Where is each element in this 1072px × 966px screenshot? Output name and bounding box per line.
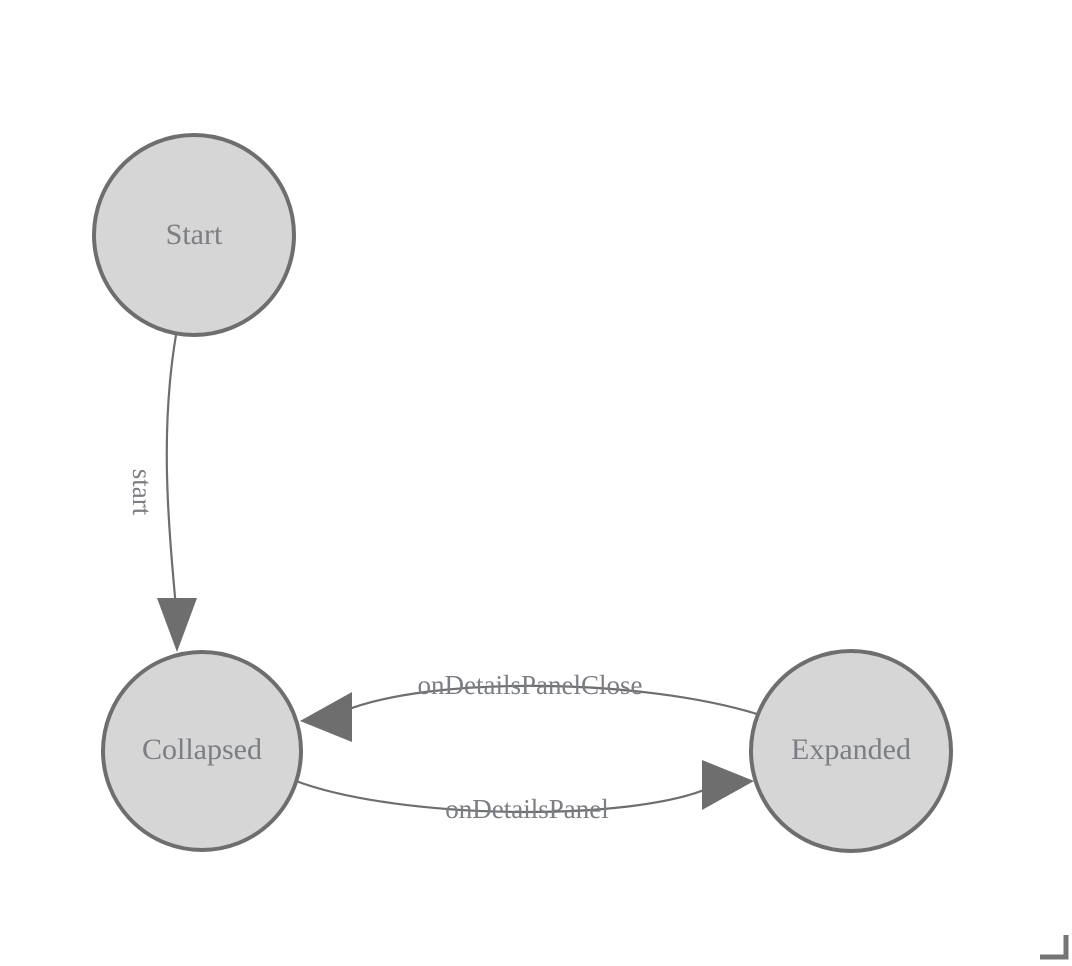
node-collapsed-label: Collapsed bbox=[142, 733, 262, 766]
arrowhead-into-expanded bbox=[702, 760, 754, 810]
node-expanded-circle bbox=[749, 649, 953, 853]
edge-label-start: start bbox=[127, 469, 157, 516]
arrowhead-into-collapsed-right bbox=[300, 692, 352, 742]
arrowhead-into-collapsed-top bbox=[157, 598, 197, 652]
node-start-circle bbox=[92, 133, 296, 337]
edge-expanded-to-collapsed[interactable]: onDetailsPanelClose bbox=[300, 670, 758, 742]
node-start-label: Start bbox=[166, 218, 223, 251]
edge-collapsed-to-expanded[interactable]: onDetailsPanel bbox=[295, 760, 754, 824]
edge-path-start-to-collapsed bbox=[165, 334, 178, 609]
resize-handle-icon[interactable] bbox=[1040, 935, 1069, 960]
node-collapsed-circle bbox=[101, 650, 303, 852]
node-expanded-label: Expanded bbox=[791, 733, 911, 766]
edge-label-on-details-panel-close: onDetailsPanelClose bbox=[418, 670, 643, 700]
edge-path-expanded-to-collapsed bbox=[343, 684, 758, 716]
edge-label-on-details-panel: onDetailsPanel bbox=[445, 794, 608, 824]
node-start[interactable]: Start bbox=[92, 133, 296, 337]
node-collapsed[interactable]: Collapsed bbox=[101, 650, 303, 852]
edge-path-collapsed-to-expanded bbox=[295, 779, 710, 814]
edge-start-to-collapsed[interactable]: start bbox=[127, 334, 197, 652]
node-expanded[interactable]: Expanded bbox=[749, 649, 953, 853]
